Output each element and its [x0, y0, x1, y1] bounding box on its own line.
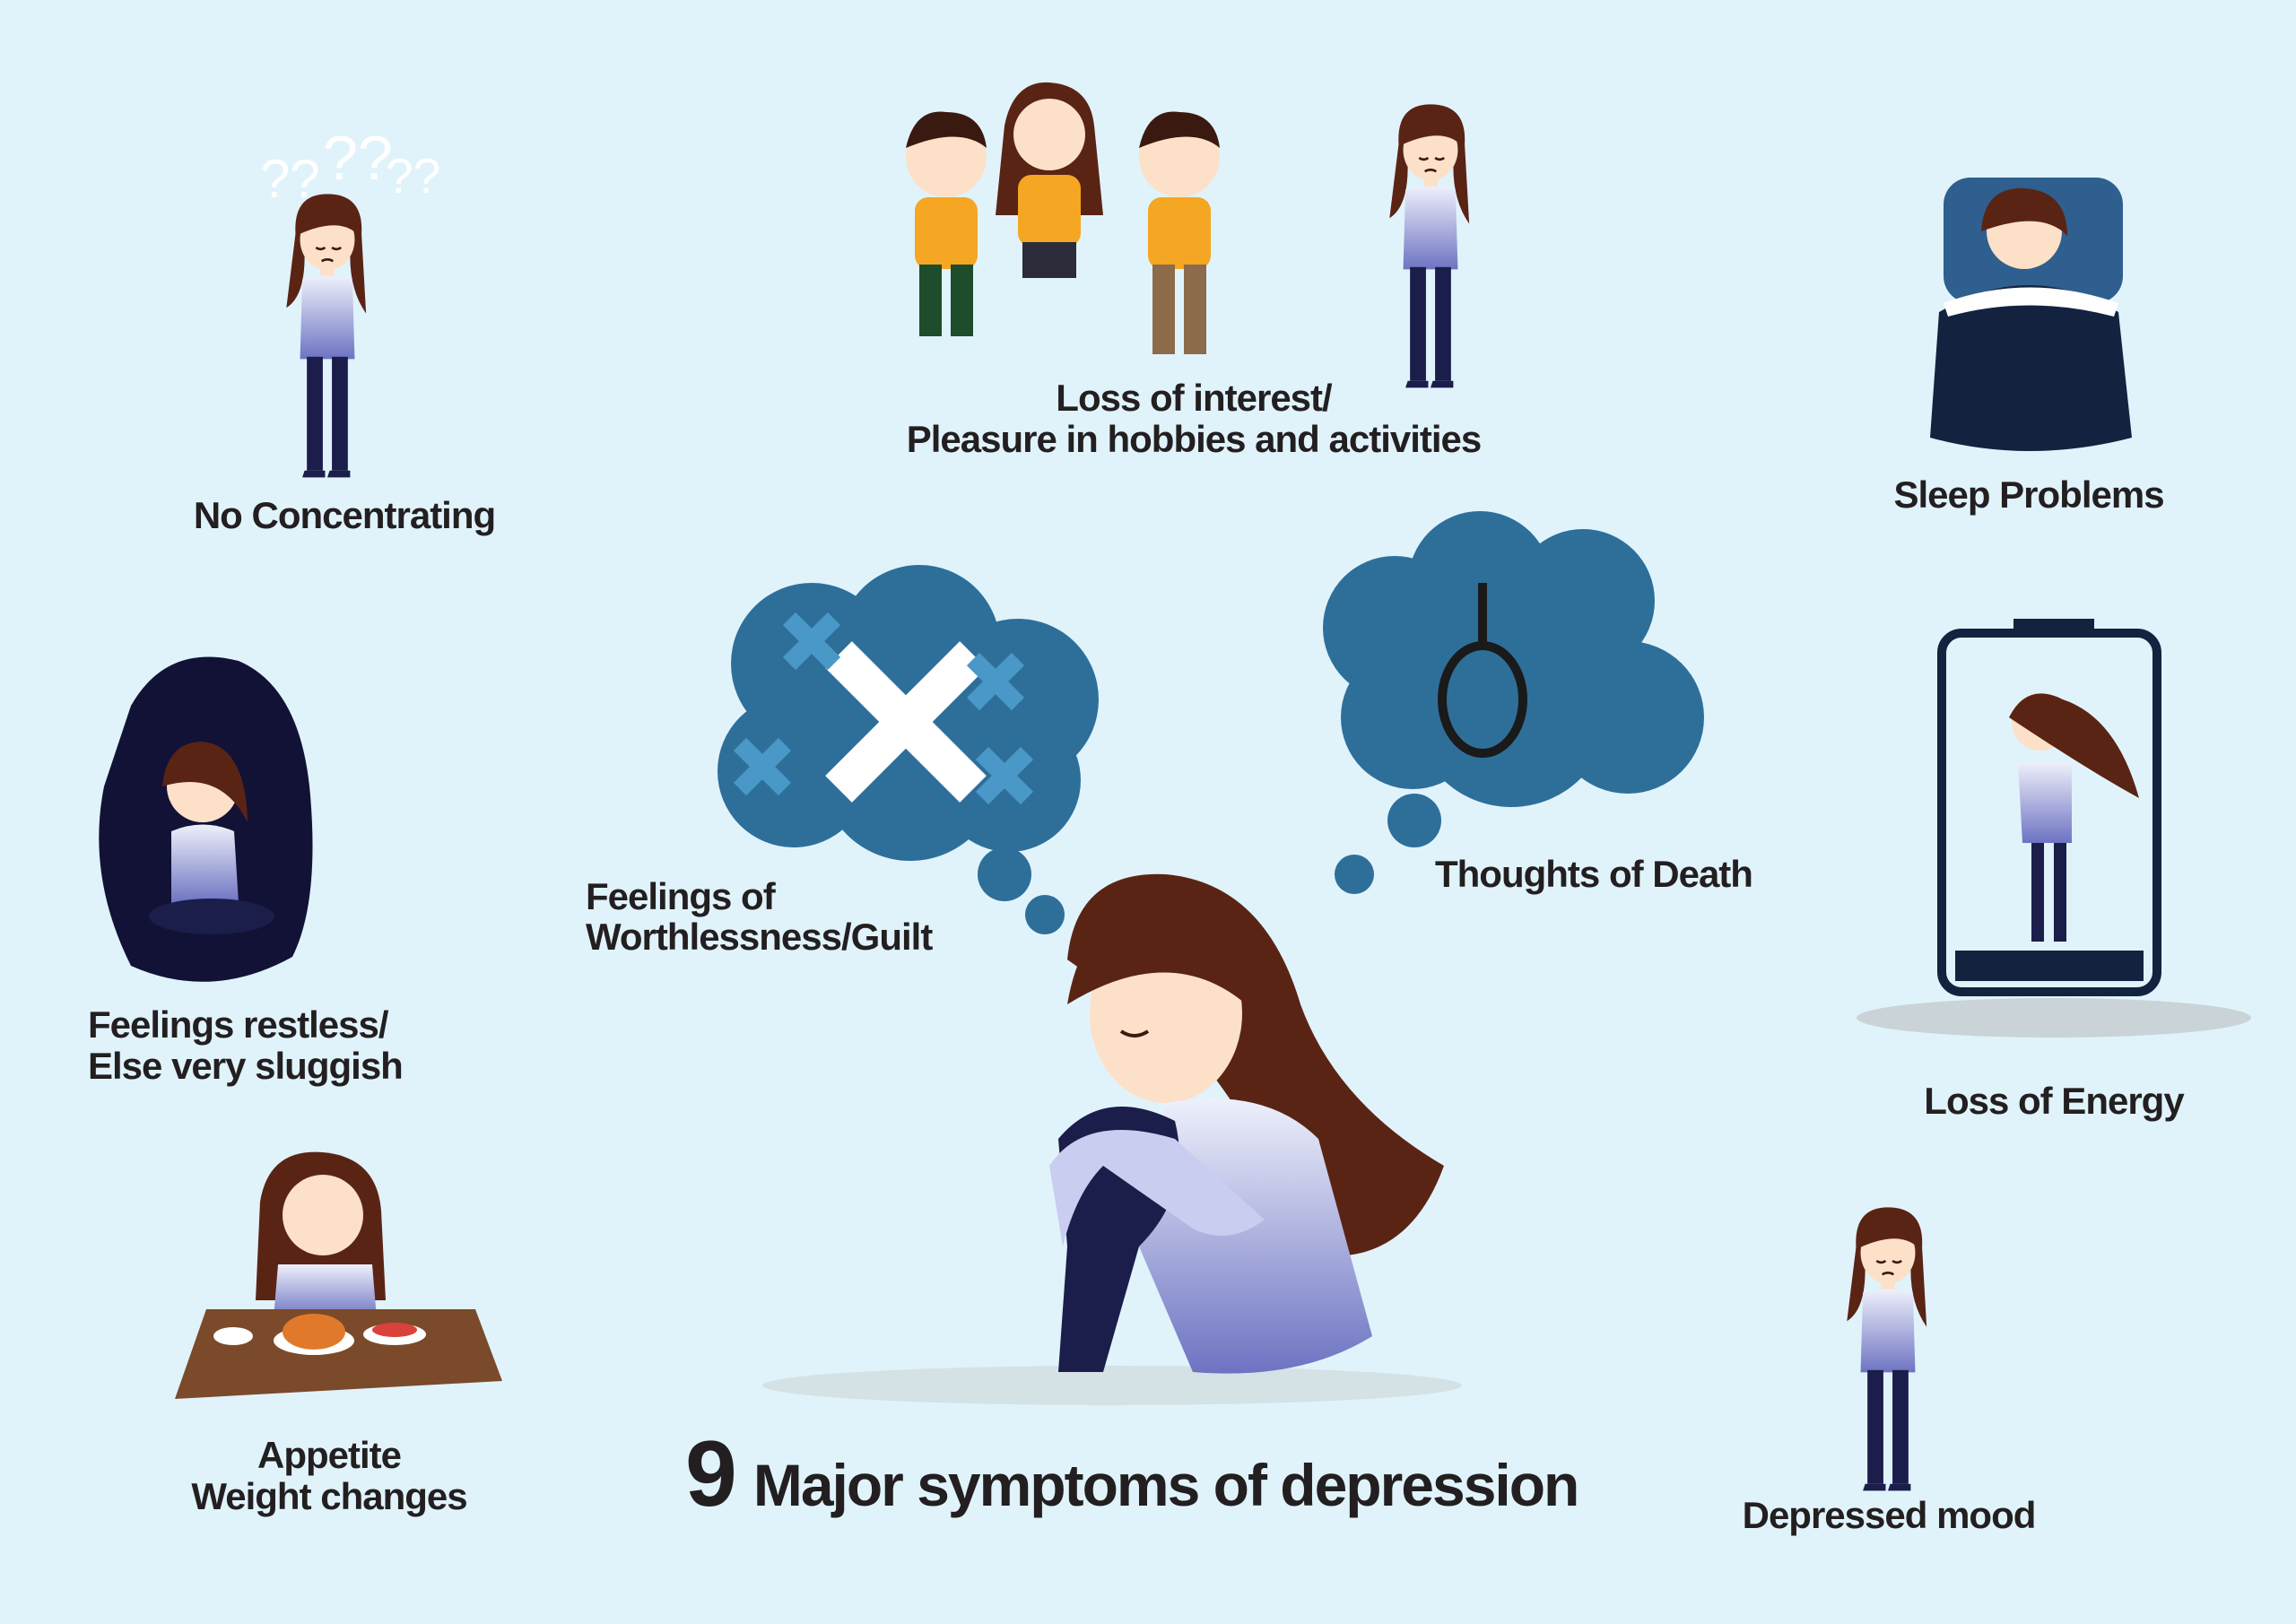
girl-crying-illustration [1821, 1202, 1955, 1498]
friends-partying-illustration [906, 82, 1220, 354]
label-appetite-line1: Appetite [257, 1434, 402, 1476]
girl-in-dark-illustration [99, 656, 313, 982]
label-loss-of-interest-line1: Loss of interest/ [1056, 377, 1332, 419]
label-restless-line2: Else very sluggish [88, 1045, 404, 1087]
title-text: Major symptoms of depression [752, 1452, 1580, 1518]
label-worthlessness-line1: Feelings of [586, 875, 776, 917]
title-number: 9 [685, 1422, 737, 1526]
sad-girl-sitting-illustration [762, 873, 1462, 1405]
question-marks-icon: ?? ?? ?? [260, 123, 440, 209]
girl-with-food-illustration [175, 1151, 502, 1399]
thought-cloud-x-illustration [718, 565, 1099, 934]
label-sleep-problems: Sleep Problems [1893, 473, 2164, 516]
label-appetite-line2: Weight changes [191, 1475, 467, 1517]
label-no-concentrating: No Concentrating [193, 494, 496, 536]
label-thoughts-of-death: Thoughts of Death [1435, 853, 1753, 895]
label-loss-of-interest-line2: Pleasure in hobbies and activities [906, 418, 1483, 460]
girl-thinking-illustration [260, 188, 395, 484]
thought-cloud-noose-illustration [1323, 511, 1704, 894]
low-battery-illustration [1857, 619, 2251, 1038]
label-loss-of-energy: Loss of Energy [1924, 1080, 2184, 1122]
label-restless-line1: Feelings restless/ [88, 1003, 389, 1046]
girl-in-bed-illustration [1930, 178, 2132, 451]
girl-sad-illustration [1363, 99, 1498, 395]
label-worthlessness-line2: Worthlessness/Guilt [586, 916, 933, 958]
label-depressed-mood: Depressed mood [1742, 1494, 2037, 1536]
svg-text:??: ?? [323, 123, 393, 193]
svg-text:??: ?? [386, 148, 440, 204]
